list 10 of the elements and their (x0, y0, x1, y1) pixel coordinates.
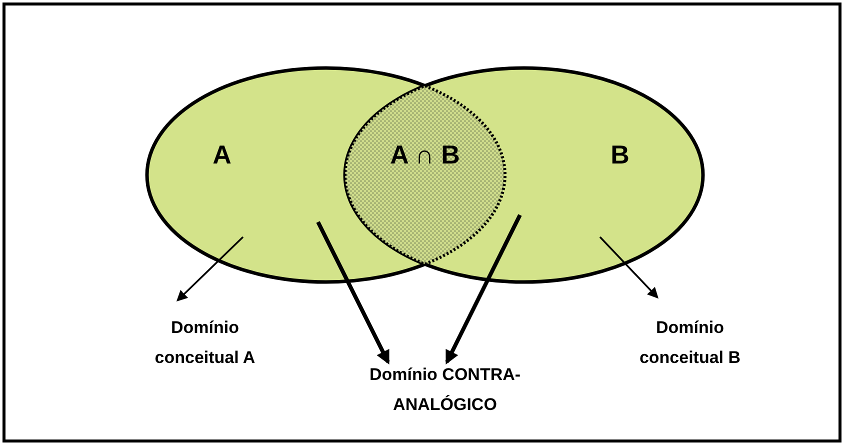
set-label: A ∩ B (390, 140, 460, 170)
arrow (599, 236, 659, 299)
domain-label: Domínio conceitual B (638, 317, 742, 369)
set-label: A (212, 140, 232, 170)
arrow (316, 221, 390, 364)
arrow (445, 214, 522, 364)
domain-label: Domínio CONTRA-ANALÓGICO (368, 364, 522, 416)
domain-label: Domínio conceitual A (154, 317, 256, 369)
arrow (176, 236, 244, 302)
set-label: B (610, 140, 630, 170)
